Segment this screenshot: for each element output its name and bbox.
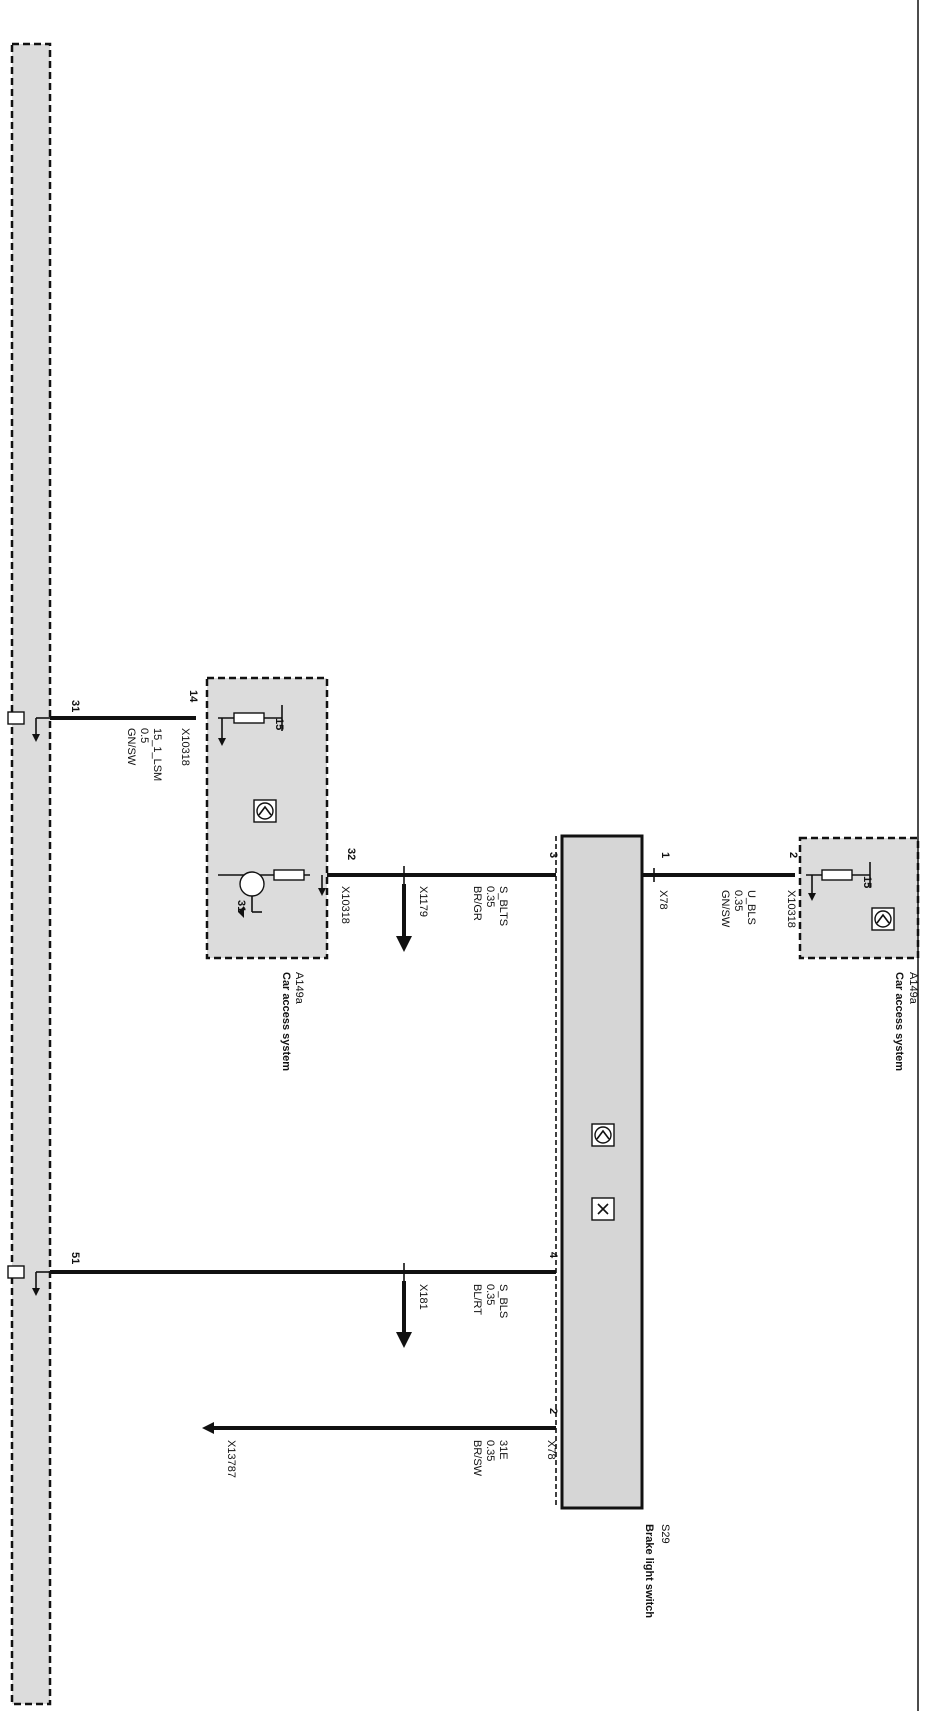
cas-bottom-code: A149a — [907, 972, 919, 1005]
connector-x78: X78 — [657, 890, 669, 910]
connector-x1179: X1179 — [417, 886, 429, 917]
wire-color: BR/GR — [471, 886, 483, 921]
connector-x10318: X10318 — [179, 728, 191, 766]
brake-switch-name: Brake light switch — [643, 1524, 655, 1618]
wire-15-1-lsm: 31 14 15_1_LSM 0.5 GN/SW X10318 — [7, 690, 199, 781]
wire-signal: 31E — [497, 1440, 509, 1460]
wire-signal: 15_1_LSM — [151, 728, 163, 781]
cas-bottom-name: Car access system — [893, 972, 905, 1071]
internal-15-top: 15 — [273, 718, 285, 730]
wire-color: GN/SW — [125, 728, 137, 766]
connector-x78-b: X78 — [545, 1440, 557, 1460]
wire-s-bltsp: 32 3 X10318 X1179 S_BLTS 0.35 BR/GR — [327, 848, 559, 952]
cas-bottom-module: 15 A149a Car access system — [798, 836, 920, 1071]
wire-color: BL/RT — [471, 1284, 483, 1315]
connector-x181: X181 — [417, 1284, 429, 1310]
pin-51: 51 — [69, 1252, 81, 1264]
pin-4: 4 — [547, 1252, 559, 1259]
wire-size: 0.35 — [484, 1284, 496, 1305]
wire-size: 0.35 — [484, 886, 496, 907]
connector-x10318-c: X10318 — [785, 890, 797, 928]
wire-signal: S_BLTS — [497, 886, 509, 926]
transistor-icon — [239, 871, 265, 897]
pin-1: 1 — [659, 852, 671, 858]
pin-31: 31 — [69, 700, 81, 712]
wire-color: GN/SW — [719, 890, 731, 928]
brake-light-switch: S29 Brake light switch — [555, 834, 671, 1618]
wire-signal: S_BLS — [497, 1284, 509, 1318]
cas-top-name: Car access system — [280, 972, 292, 1071]
internal-31-top: 31 — [235, 900, 247, 912]
pin-32: 32 — [345, 848, 357, 860]
internal-15-bottom: 15 — [861, 876, 873, 888]
pin-2-switch: 2 — [547, 1408, 559, 1414]
wire-31e: 2 X78 X13787 31E 0.35 BR/SW — [202, 1408, 559, 1478]
pin-3: 3 — [547, 852, 559, 858]
pin-2-cas: 2 — [787, 852, 799, 858]
connector-x13787: X13787 — [225, 1440, 237, 1478]
wire-signal: U_BLS — [745, 890, 757, 925]
pin-14: 14 — [187, 690, 199, 703]
wire-color: BR/SW — [471, 1440, 483, 1477]
connector-x10318-b: X10318 — [339, 886, 351, 924]
wire-s-bls: 51 4 X181 S_BLS 0.35 BL/RT — [7, 1252, 559, 1348]
wire-size: 0.5 — [138, 728, 150, 743]
wire-size: 0.35 — [732, 890, 744, 911]
wire-size: 0.35 — [484, 1440, 496, 1461]
left-module-box — [10, 42, 52, 1706]
cas-top-code: A149a — [293, 972, 305, 1005]
cas-top-module: 15 31 A149a Car access system — [205, 676, 329, 1071]
brake-switch-code: S29 — [659, 1524, 671, 1544]
wire-u-bls: 1 2 X78 X10318 U_BLS 0.35 GN/SW — [642, 852, 799, 928]
